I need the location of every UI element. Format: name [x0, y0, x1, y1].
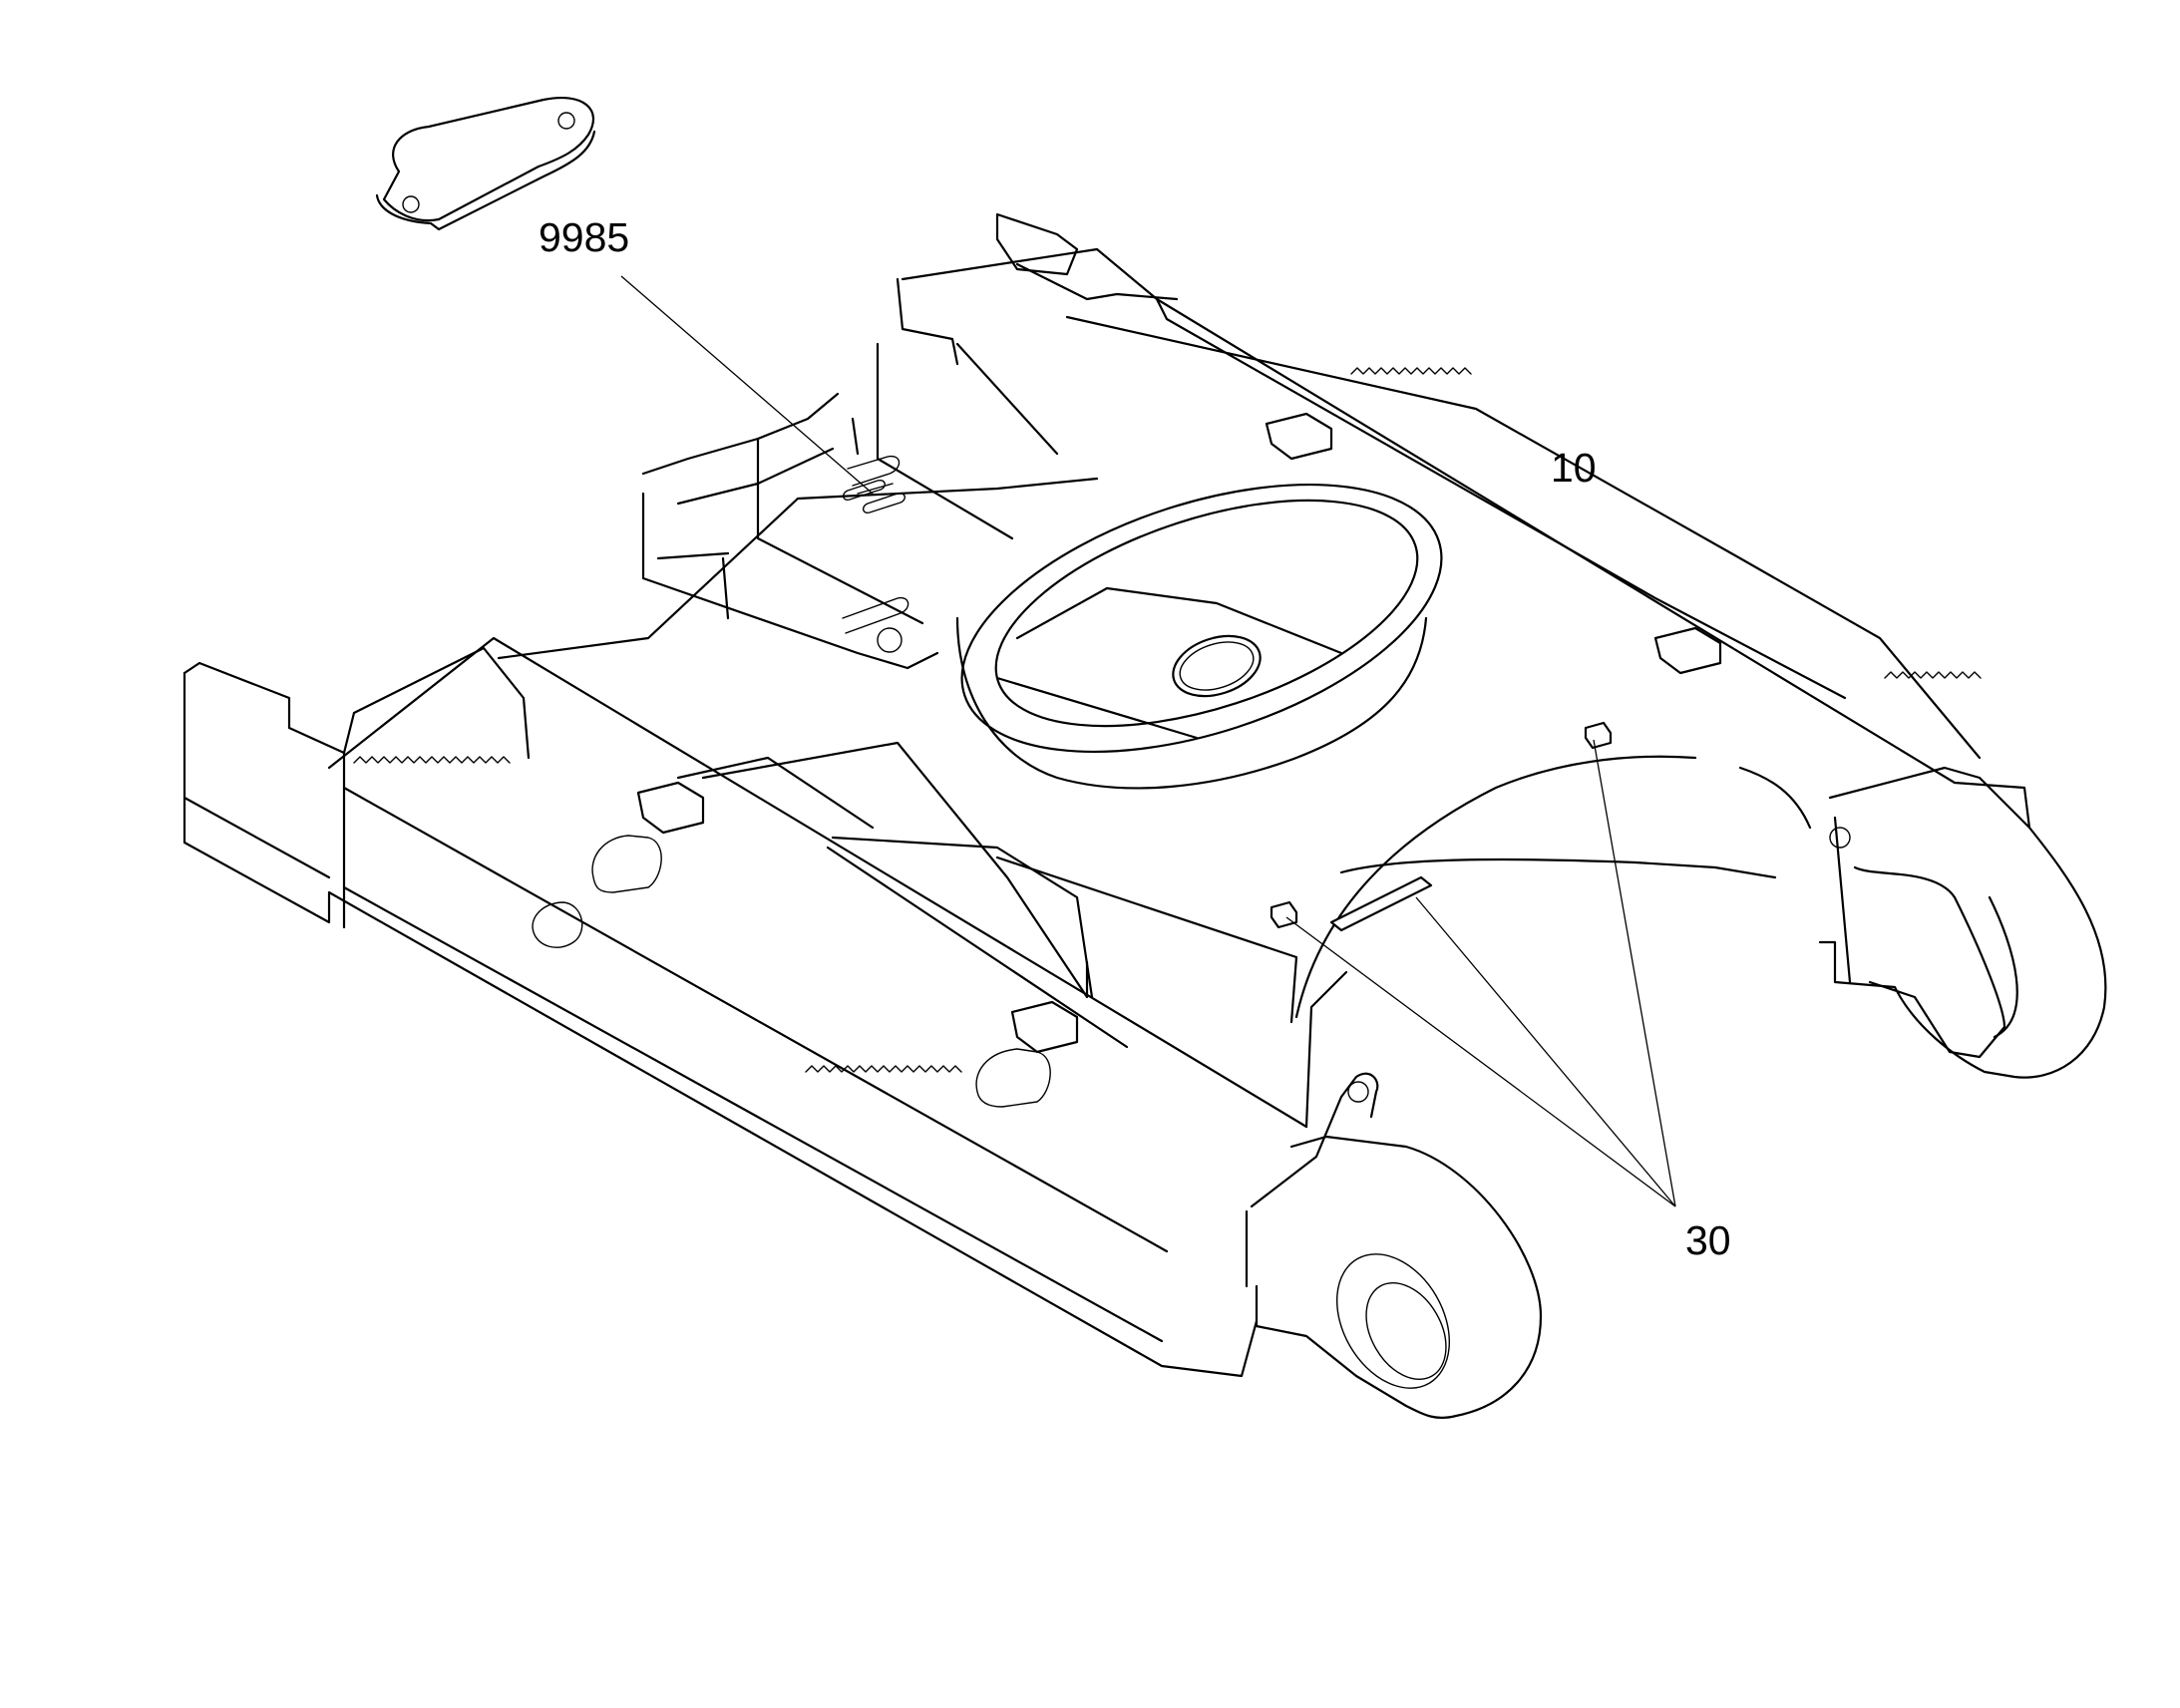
leader-9985: [620, 275, 874, 495]
cover-plate: [375, 97, 596, 231]
callout-9985: 9985: [539, 214, 629, 260]
leader-lines: [620, 275, 1676, 1207]
leader-30-a: [1593, 739, 1676, 1207]
callout-10: 10: [1551, 445, 1597, 491]
leader-30-c: [1285, 916, 1676, 1207]
leader-30-b: [1415, 896, 1676, 1207]
car-body-frame: [182, 212, 2107, 1420]
callout-30: 30: [1685, 1217, 1731, 1263]
